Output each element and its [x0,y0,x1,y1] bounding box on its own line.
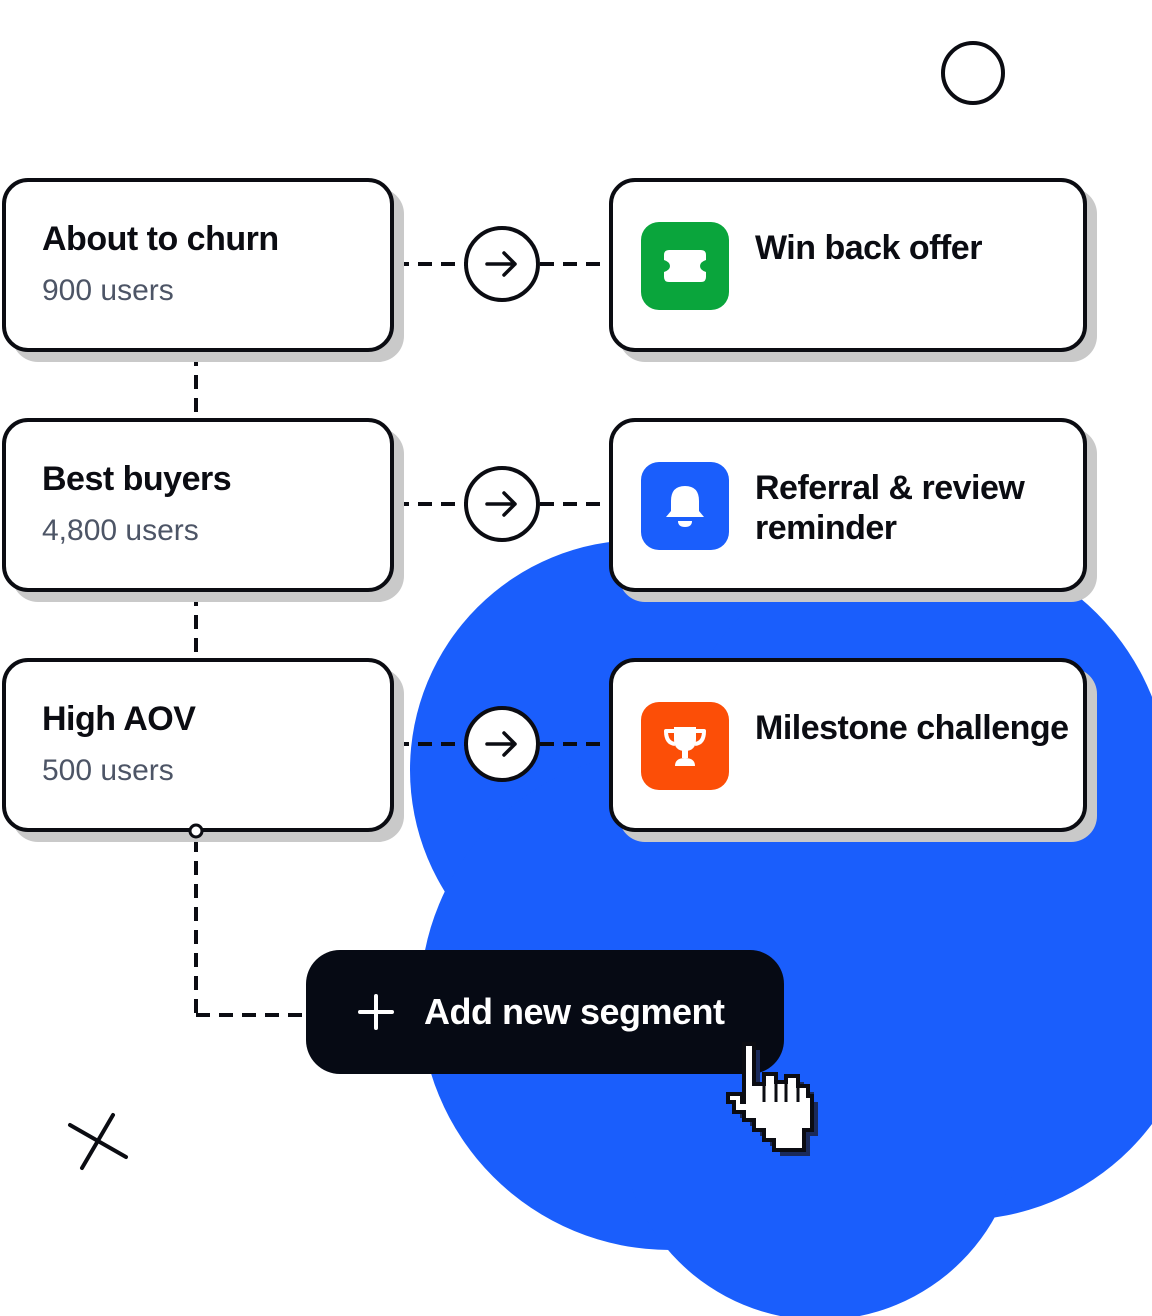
blue-blob [410,540,1152,1316]
action-card-referral-review-reminder[interactable]: Referral & review reminder [609,418,1087,592]
cross-decor [70,1115,126,1168]
outline-circle-decor [943,43,1003,103]
segment-card-best-buyers[interactable]: Best buyers 4,800 users [2,418,394,592]
segment-user-count: 4,800 users [42,514,199,548]
action-title: Win back offer [755,228,1075,268]
add-new-segment-label: Add new segment [424,991,725,1033]
segment-title: High AOV [42,700,195,739]
plus-icon [358,994,394,1030]
add-new-segment-button[interactable]: Add new segment [306,950,784,1074]
connector-port-dot[interactable] [188,823,204,839]
segment-title: About to churn [42,220,279,259]
arrow-connector-2[interactable] [464,466,540,542]
segment-title: Best buyers [42,460,231,499]
segment-card-high-aov[interactable]: High AOV 500 users [2,658,394,832]
hand-cursor-icon [724,1040,854,1180]
arrow-connector-1[interactable] [464,226,540,302]
arrow-right-icon [484,489,520,519]
segment-user-count: 900 users [42,274,174,308]
bell-icon [641,462,729,550]
segment-user-count: 500 users [42,754,174,788]
arrow-right-icon [484,729,520,759]
action-card-win-back-offer[interactable]: Win back offer [609,178,1087,352]
trophy-icon [641,702,729,790]
arrow-right-icon [484,249,520,279]
arrow-connector-3[interactable] [464,706,540,782]
action-card-milestone-challenge[interactable]: Milestone challenge [609,658,1087,832]
ticket-icon [641,222,729,310]
action-title: Referral & review reminder [755,468,1075,548]
action-title: Milestone challenge [755,708,1075,748]
segment-card-about-to-churn[interactable]: About to churn 900 users [2,178,394,352]
